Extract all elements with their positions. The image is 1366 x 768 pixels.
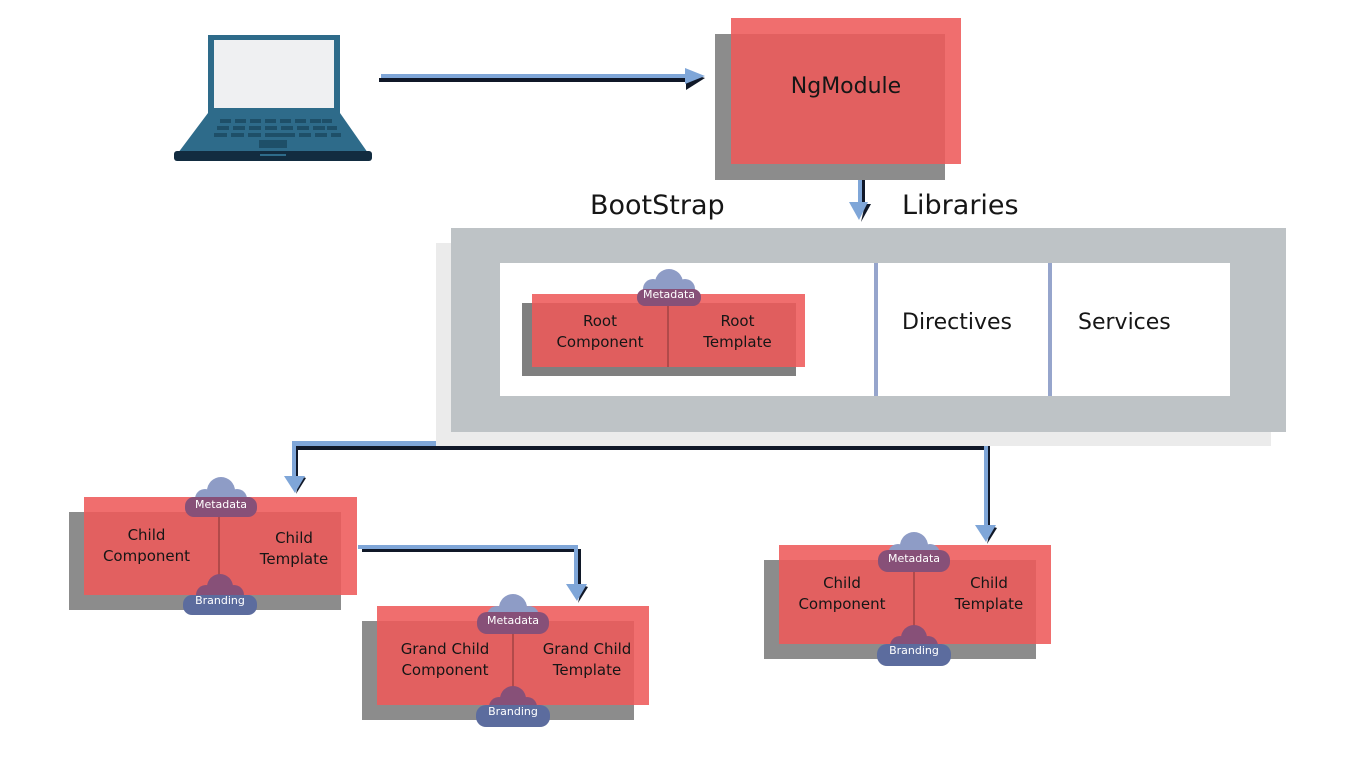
root-component-label: Root Component <box>532 311 668 353</box>
grandchild-component-line2: Component <box>401 661 489 679</box>
metadata-cloud-icon: Metadata <box>633 267 705 307</box>
panel-divider-2 <box>1048 263 1052 396</box>
root-component-line1: Root <box>583 312 617 330</box>
child-right-template-label: Child Template <box>939 573 1039 615</box>
ngmodule-label: NgModule <box>790 74 902 99</box>
bootstrap-heading: BootStrap <box>590 190 725 221</box>
child-left-component-line2: Component <box>102 547 191 565</box>
root-template-line2: Template <box>703 333 772 351</box>
grandchild-template-label: Grand Child Template <box>527 639 647 681</box>
child-left-template-line1: Child <box>275 529 313 547</box>
child-left-metadata-label: Metadata <box>194 498 248 511</box>
services-label: Services <box>1078 310 1171 335</box>
root-box: Root Component Root Template <box>532 294 805 367</box>
grandchild-component-label: Grand Child Component <box>385 639 505 681</box>
child-left-component-label: Child Component <box>94 525 199 567</box>
child-right-template-line2: Template <box>954 595 1024 613</box>
metadata-cloud-icon: Metadata <box>475 592 551 636</box>
arrow-ngmodule-to-libraries <box>849 168 871 222</box>
laptop-icon <box>172 33 374 165</box>
directives-label: Directives <box>902 310 1012 335</box>
child-right-metadata-label: Metadata <box>887 552 941 565</box>
child-right-component-label: Child Component <box>787 573 897 615</box>
metadata-cloud-icon: Metadata <box>183 475 259 519</box>
child-right-template-line1: Child <box>970 574 1008 592</box>
child-left-divider <box>218 517 220 577</box>
child-left-branding-label: Branding <box>195 594 245 607</box>
grandchild-component-line1: Grand Child <box>400 640 490 658</box>
root-divider <box>667 294 669 367</box>
grandchild-template-line1: Grand Child <box>542 640 632 658</box>
child-right-divider <box>913 565 915 627</box>
child-right-component-line1: Child <box>823 574 861 592</box>
child-right-branding-label: Branding <box>889 644 939 657</box>
root-template-line1: Root <box>720 312 755 330</box>
libraries-heading: Libraries <box>902 190 1019 221</box>
grandchild-divider <box>512 626 514 688</box>
metadata-cloud-icon: Metadata <box>876 530 952 574</box>
root-metadata-label: Metadata <box>642 288 696 301</box>
arrow-child-to-grandchild <box>358 545 588 603</box>
root-template-label: Root Template <box>670 311 805 353</box>
child-left-component-line1: Child <box>127 526 166 544</box>
branding-cloud-icon: Branding <box>875 624 953 668</box>
grandchild-template-line2: Template <box>552 661 622 679</box>
child-left-template-label: Child Template <box>244 528 344 570</box>
child-left-template-line2: Template <box>259 550 329 568</box>
branding-cloud-icon: Branding <box>474 685 552 729</box>
ngmodule-box: NgModule <box>731 18 961 164</box>
arrow-laptop-to-ngmodule <box>379 68 705 90</box>
panel-divider-1 <box>874 263 878 396</box>
grandchild-metadata-label: Metadata <box>486 614 540 627</box>
root-component-line2: Component <box>556 333 644 351</box>
branding-cloud-icon: Branding <box>181 573 259 617</box>
child-right-component-line2: Component <box>798 595 886 613</box>
grandchild-branding-label: Branding <box>488 705 538 718</box>
